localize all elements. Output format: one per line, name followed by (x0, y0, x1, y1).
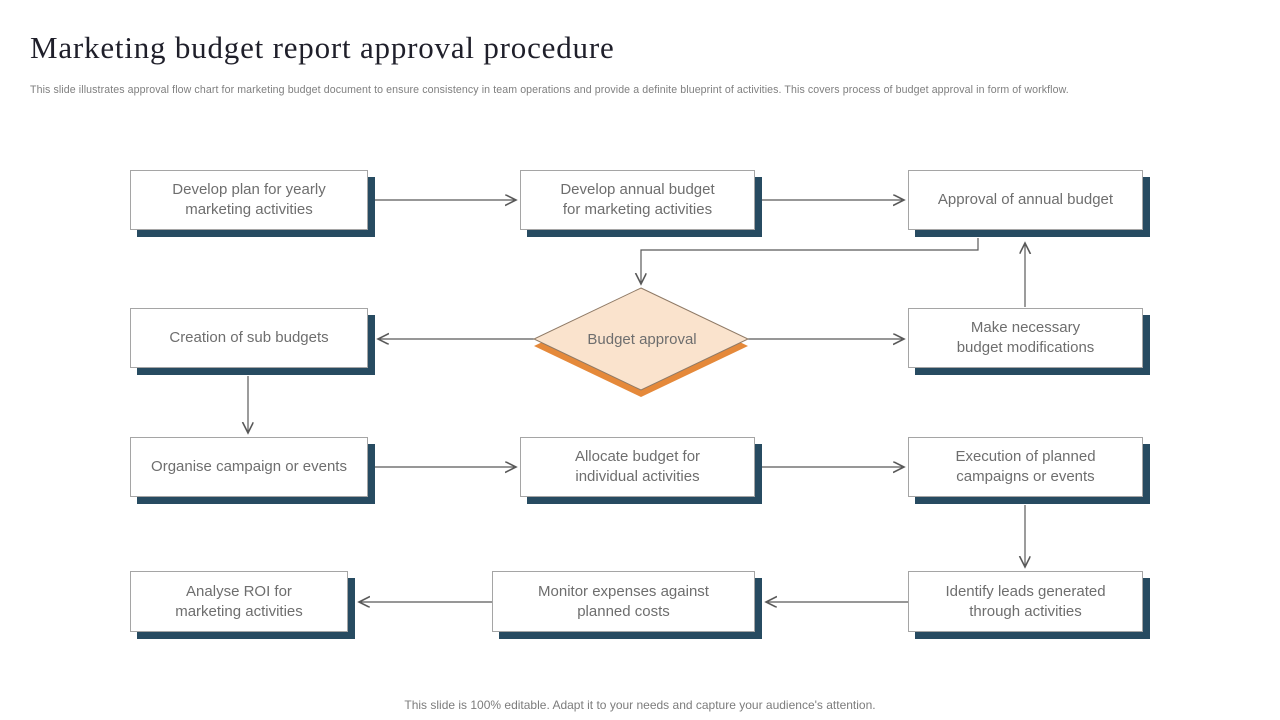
node-label: Analyse ROI for marketing activities (175, 582, 303, 620)
node-organise-campaign[interactable]: Organise campaign or events (130, 437, 368, 497)
node-budget-approval-decision[interactable]: Budget approval (527, 281, 757, 405)
node-label: Creation of sub budgets (169, 329, 329, 347)
decision-label: Budget approval (587, 330, 697, 348)
node-allocate-budget[interactable]: Allocate budget for individual activitie… (520, 437, 755, 497)
node-identify-leads[interactable]: Identify leads generated through activit… (908, 571, 1143, 632)
node-execution-campaigns[interactable]: Execution of planned campaigns or events (908, 437, 1143, 497)
connector-approval-to-decision (641, 238, 979, 284)
slide-footer: This slide is 100% editable. Adapt it to… (404, 698, 876, 712)
node-creation-sub-budgets[interactable]: Creation of sub budgets (130, 308, 368, 368)
node-develop-annual-budget[interactable]: Develop annual budget for marketing acti… (520, 170, 755, 230)
node-label: Develop annual budget for marketing acti… (560, 181, 715, 218)
slide-subtitle: This slide illustrates approval flow cha… (30, 84, 1069, 96)
decision-diamond-shape (532, 287, 750, 397)
node-analyse-roi[interactable]: Analyse ROI for marketing activities (130, 571, 348, 632)
page-title: Marketing budget report approval procedu… (30, 30, 615, 65)
node-approval-annual-budget[interactable]: Approval of annual budget (908, 170, 1143, 230)
node-label: Approval of annual budget (937, 191, 1114, 209)
node-label: Allocate budget for individual activitie… (574, 448, 701, 485)
node-label: Organise campaign or events (151, 458, 347, 476)
node-label: Identify leads generated through activit… (945, 582, 1106, 620)
diamond-face (532, 287, 750, 391)
node-label: Execution of planned campaigns or events (955, 448, 1096, 485)
node-monitor-expenses[interactable]: Monitor expenses against planned costs (492, 571, 755, 632)
node-label: Monitor expenses against planned costs (538, 582, 709, 620)
node-budget-modifications[interactable]: Make necessary budget modifications (908, 308, 1143, 368)
node-label: Make necessary budget modifications (956, 319, 1095, 356)
node-label: Develop plan for yearly marketing activi… (172, 181, 326, 218)
node-develop-plan[interactable]: Develop plan for yearly marketing activi… (130, 170, 368, 230)
